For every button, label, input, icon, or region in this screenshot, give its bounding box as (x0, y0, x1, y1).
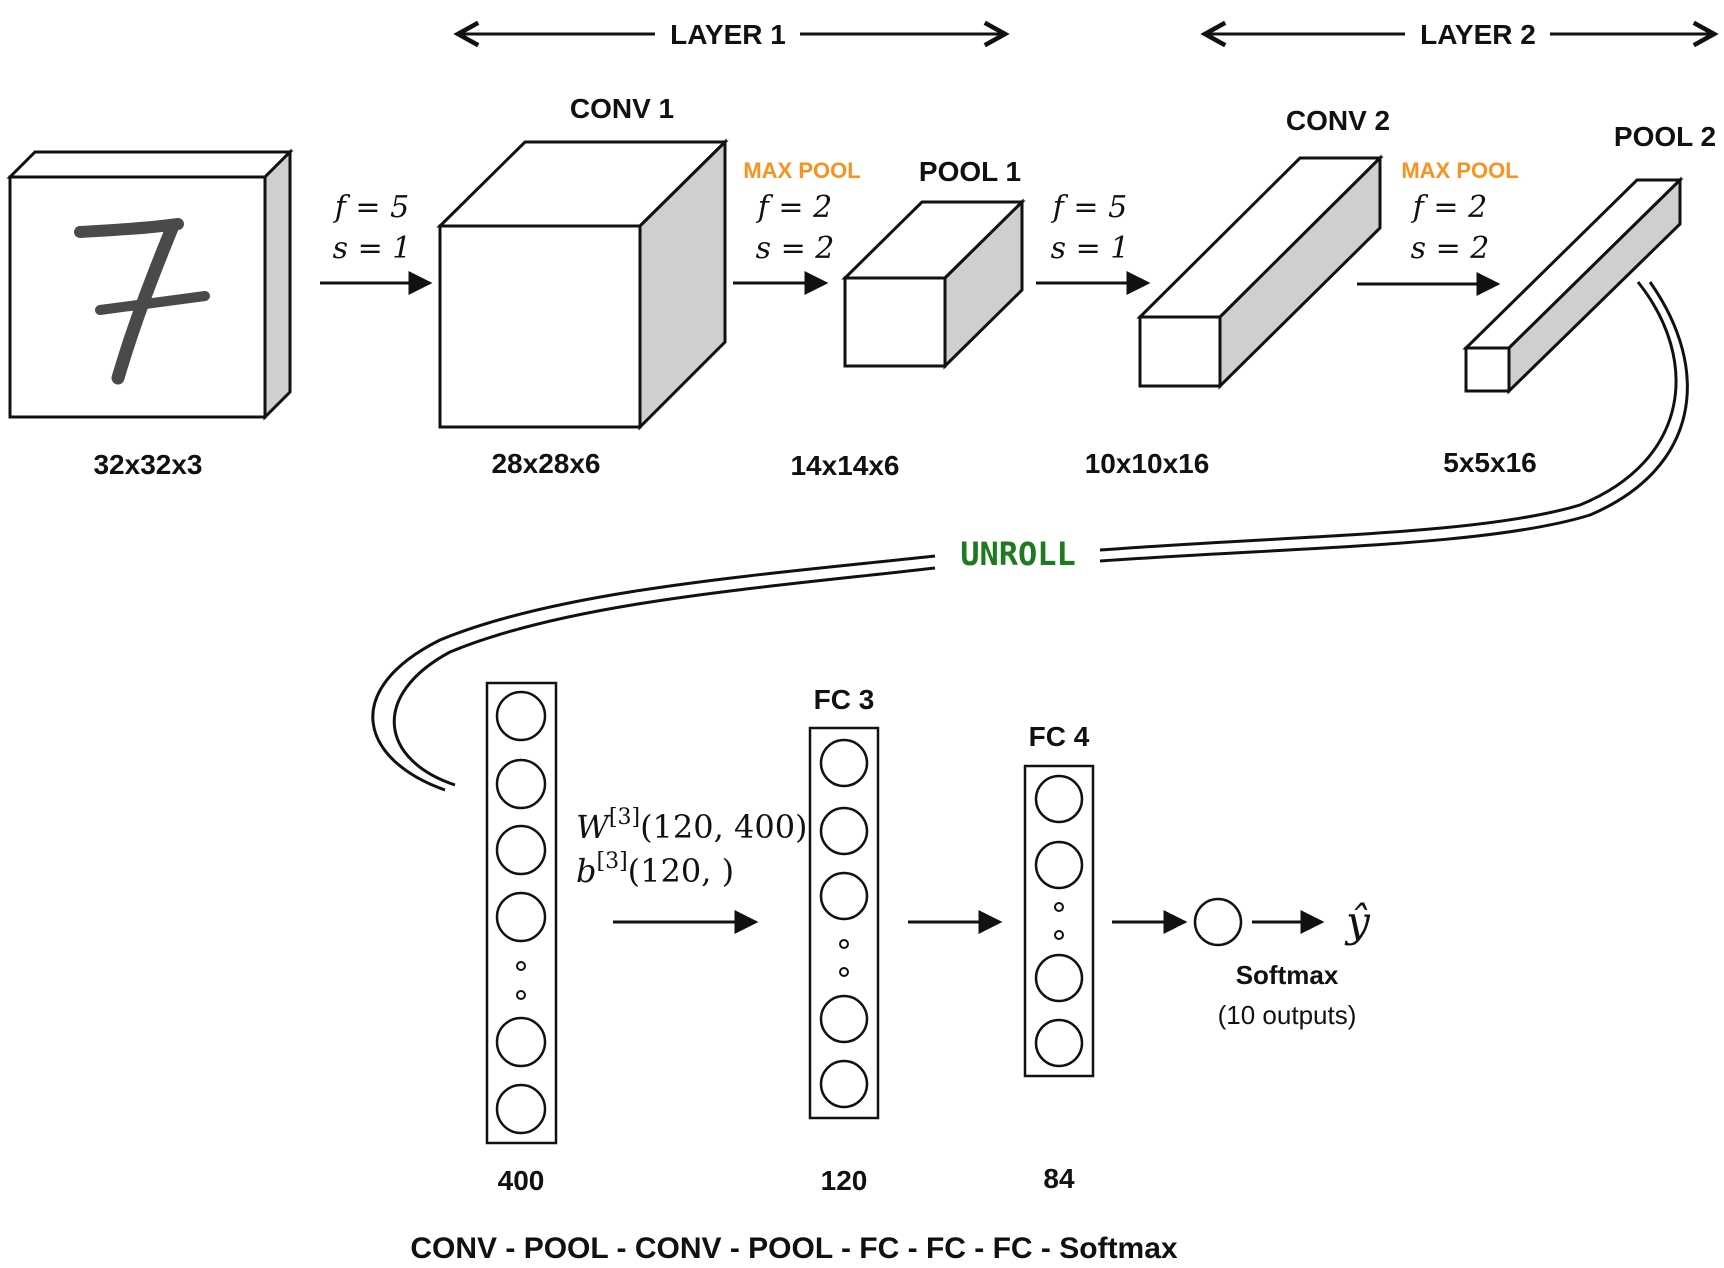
input-side-face (263, 148, 292, 421)
op2-filter: f = 2 (756, 190, 832, 225)
fc3-neuron (819, 1059, 869, 1109)
fc4-neuron (1034, 1018, 1084, 1068)
op4-stride: s = 2 (1411, 231, 1490, 266)
fc-input-neuron (495, 1016, 547, 1068)
fc4-neuron (1034, 840, 1084, 890)
bias-b: b[3](120, ) (576, 849, 734, 890)
fc3-ellipsis-dot (839, 939, 849, 949)
layer1-label: LAYER 1 (670, 19, 786, 50)
conv1-title: CONV 1 (570, 93, 674, 124)
fc4-ellipsis-dot (1054, 930, 1064, 940)
unroll-stroke-outer-b (371, 554, 936, 792)
fc3-box (808, 726, 880, 1120)
fc-input-ellipsis-dot (516, 990, 526, 1000)
fc3-neuron (819, 738, 869, 788)
architecture-summary: CONV - POOL - CONV - POOL - FC - FC - FC… (410, 1232, 1178, 1265)
fc-input-neuron (495, 758, 547, 810)
pool1-front-face (843, 276, 947, 368)
conv2-title: CONV 2 (1286, 105, 1390, 136)
unroll-stroke-inner-b (392, 566, 936, 787)
pool2-block: POOL 2 5x5x16 (1443, 121, 1716, 478)
fc3-column: FC 3 120 (808, 684, 1003, 1196)
softmax-outputs-count: (10 outputs) (1218, 1000, 1357, 1030)
pool2-dims: 5x5x16 (1443, 447, 1536, 478)
fc4-neuron (1034, 953, 1084, 1003)
op1-filter: f = 5 (333, 190, 409, 225)
op4-filter: f = 2 (1411, 190, 1487, 225)
conv2-front-face (1138, 315, 1222, 388)
pool1-title: POOL 1 (919, 156, 1021, 187)
op1-conv-params: f = 5 s = 1 (320, 190, 433, 295)
conv1-block: CONV 1 28x28x6 (436, 93, 729, 479)
fc-input-ellipsis-dot (516, 961, 526, 971)
pool1-block: POOL 1 14x14x6 (790, 156, 1026, 481)
fc4-neuron (1034, 774, 1084, 824)
fc4-title: FC 4 (1029, 721, 1090, 752)
fc3-neuron (819, 871, 869, 921)
op3-conv-params: f = 5 s = 1 (1036, 190, 1151, 295)
fc-input-neuron (495, 824, 547, 876)
conv1-front-face (438, 224, 642, 429)
input-top-face (6, 150, 294, 179)
fc3-neuron (819, 994, 869, 1044)
fc4-column: FC 4 84 (1023, 721, 1188, 1194)
op1-stride: s = 1 (333, 231, 412, 266)
output-y-hat: ŷ (1344, 897, 1371, 946)
fc-input-neuron (495, 690, 547, 742)
softmax-output: ŷ Softmax (10 outputs) (1193, 897, 1371, 1030)
conv2-block: CONV 2 10x10x16 (1085, 105, 1390, 479)
op2-pool-params: MAX POOL f = 2 s = 2 (733, 158, 861, 295)
op2-stride: s = 2 (756, 231, 835, 266)
pool2-front-face (1464, 346, 1511, 393)
op4-tag: MAX POOL (1401, 158, 1518, 183)
fc4-size: 84 (1043, 1163, 1075, 1194)
op3-stride: s = 1 (1051, 231, 1130, 266)
input-dims: 32x32x3 (93, 449, 202, 480)
fc-input-neuron (495, 891, 547, 943)
fc-input-neuron (495, 1083, 547, 1135)
input-block: 32x32x3 (6, 148, 294, 480)
op2-tag: MAX POOL (743, 158, 860, 183)
layer1-bracket: LAYER 1 (458, 19, 1005, 50)
conv2-dims: 10x10x16 (1085, 448, 1210, 479)
fc3-size: 120 (821, 1165, 868, 1196)
op4-pool-params: MAX POOL f = 2 s = 2 (1357, 158, 1519, 296)
pool2-title: POOL 2 (1614, 121, 1716, 152)
softmax-label: Softmax (1236, 960, 1339, 990)
layer2-label: LAYER 2 (1420, 19, 1536, 50)
weight-W: W[3](120, 400) (576, 805, 808, 846)
digit-seven-image (74, 218, 210, 385)
fc-input-size: 400 (498, 1165, 545, 1196)
fc-input-column: 400 (485, 681, 558, 1196)
fc3-ellipsis-dot (839, 967, 849, 977)
layer2-bracket: LAYER 2 (1205, 19, 1714, 50)
fc4-ellipsis-dot (1054, 902, 1064, 912)
fc3-title: FC 3 (814, 684, 875, 715)
softmax-neuron (1193, 897, 1243, 947)
unroll-stroke-inner-a (1099, 281, 1689, 563)
input-front-face (8, 175, 267, 419)
unroll-label: UNROLL (960, 535, 1076, 573)
fc3-neuron (819, 806, 869, 856)
unroll-stroke-outer-a (1099, 281, 1678, 552)
unroll-path (371, 281, 1689, 792)
conv1-dims: 28x28x6 (491, 448, 600, 479)
fc3-weights: W[3](120, 400) b[3](120, ) (576, 805, 808, 934)
op3-filter: f = 5 (1051, 190, 1127, 225)
pool1-dims: 14x14x6 (790, 450, 899, 481)
